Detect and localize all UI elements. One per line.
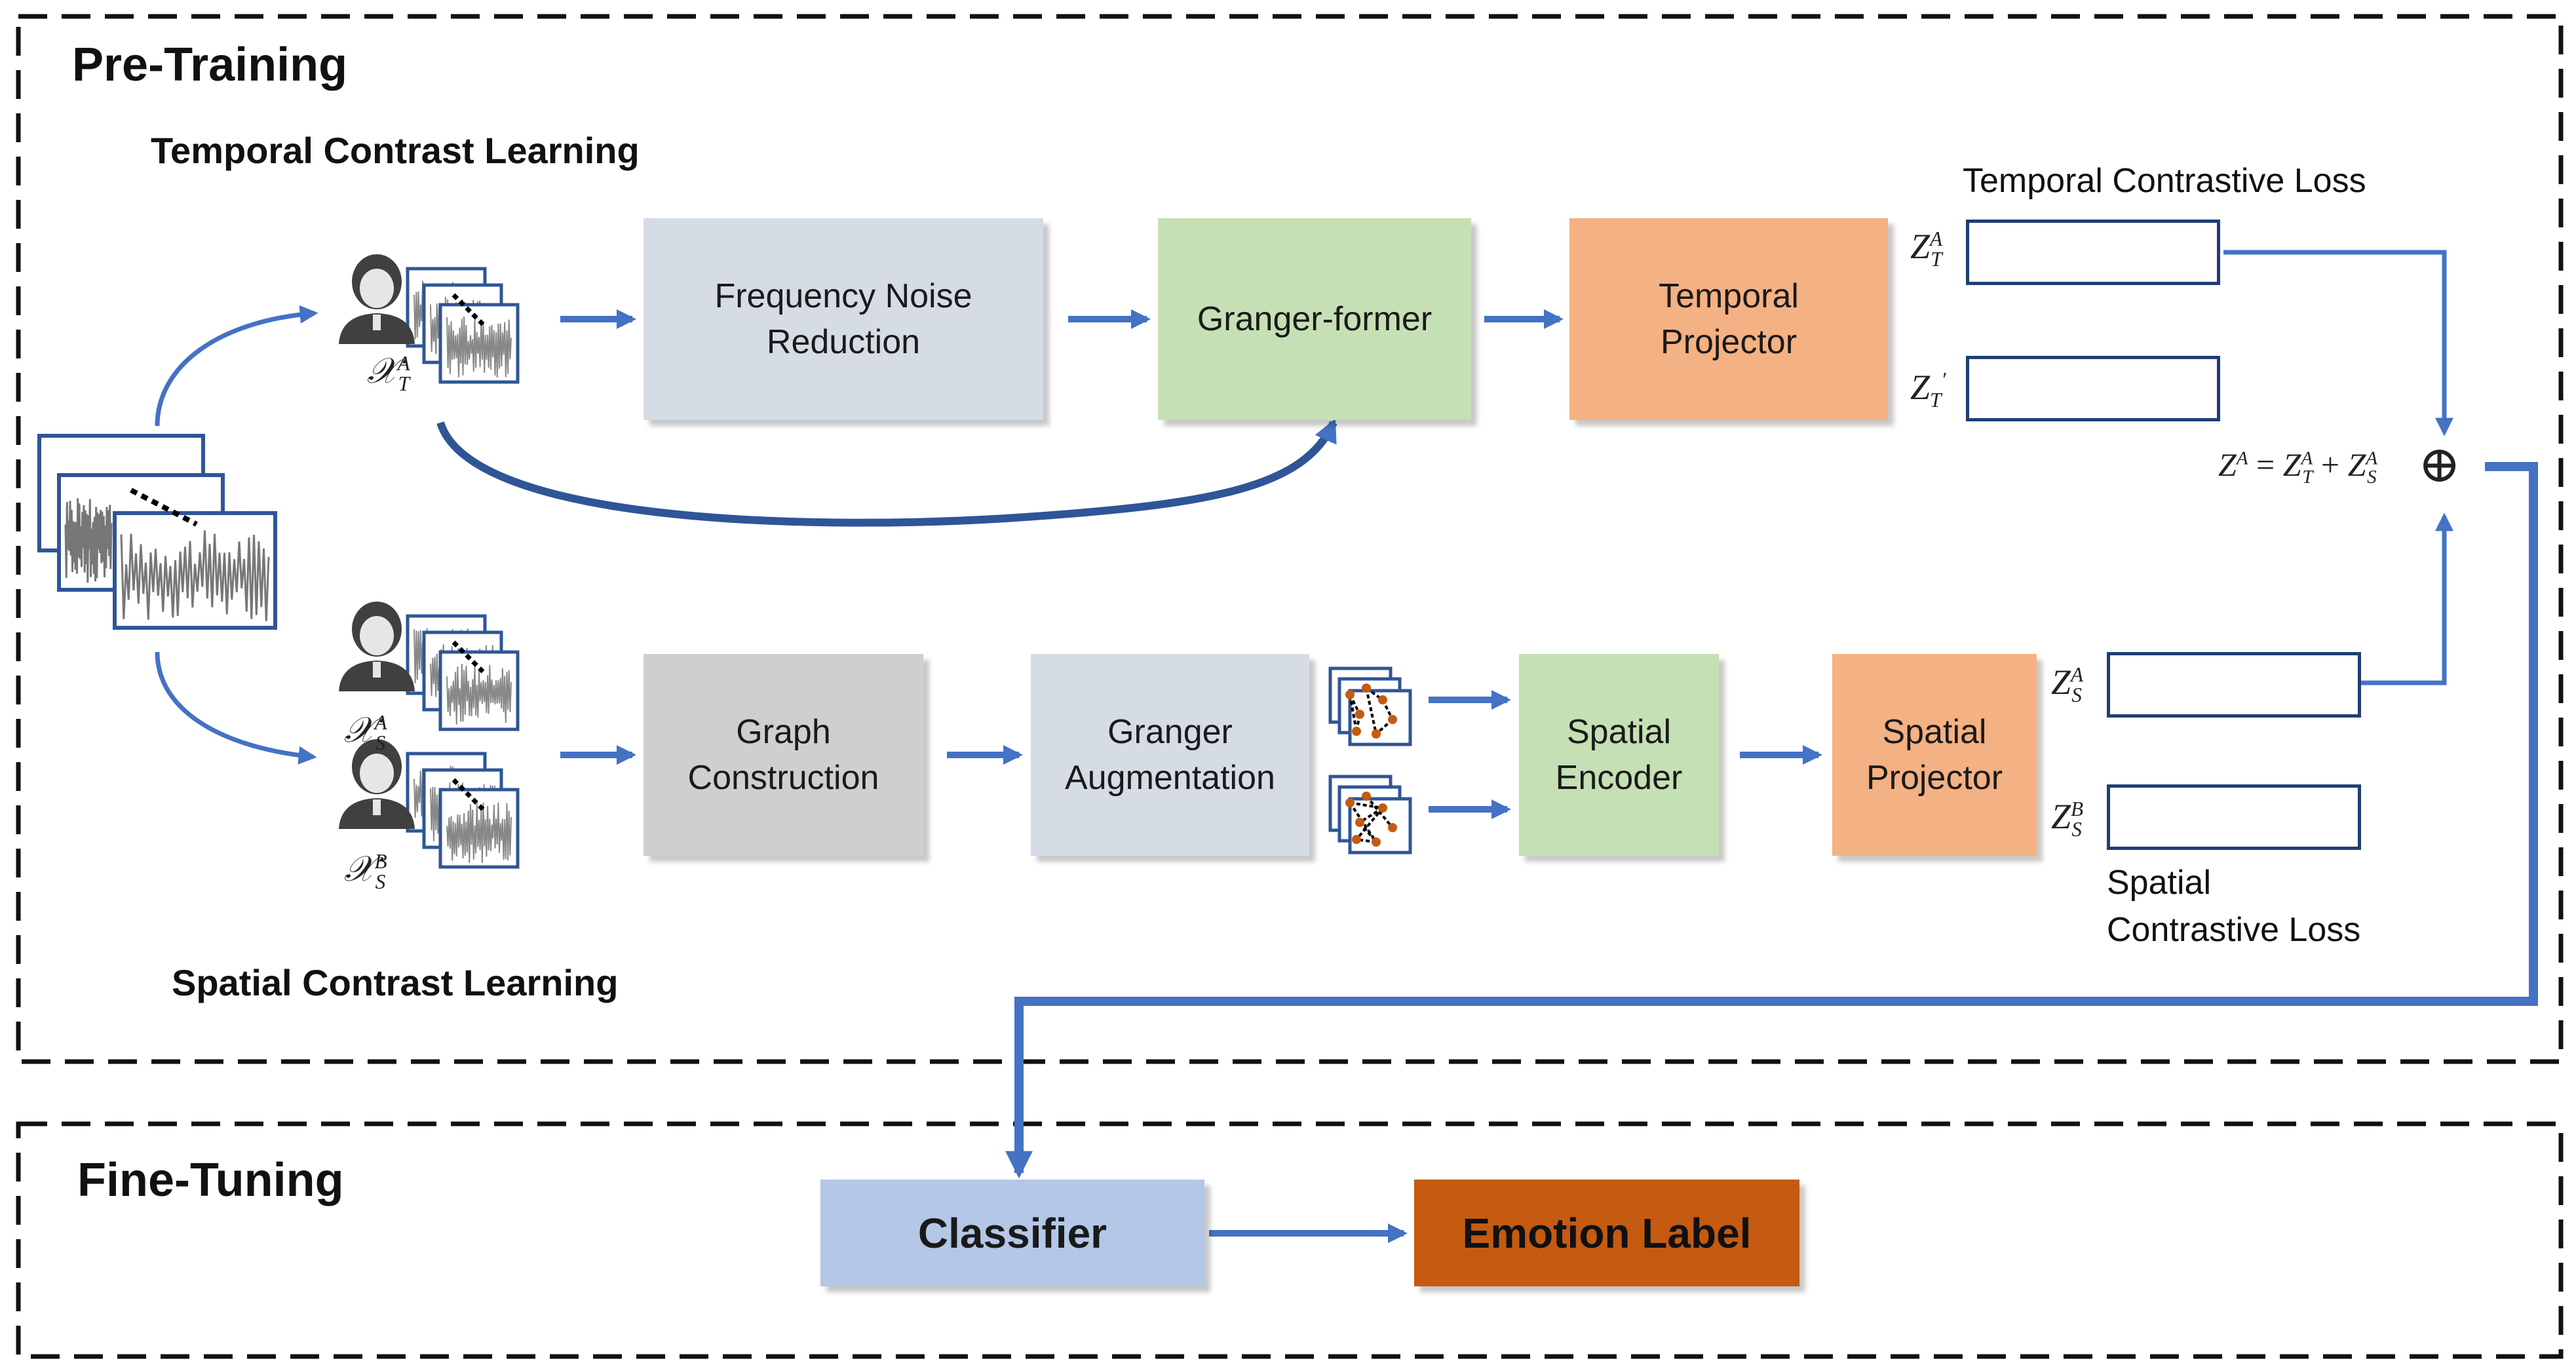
spatial-projector-box: Spatial Projector	[1832, 654, 2037, 856]
temporal-contrastive-loss-label: Temporal Contrastive Loss	[1963, 162, 2366, 200]
arrow-to-spatial-input	[155, 651, 317, 765]
person-icon	[339, 254, 415, 344]
box-line: Spatial	[1567, 713, 1671, 751]
heading-temporal-contrast: Temporal Contrast Learning	[151, 130, 640, 171]
box-line: Projector	[1660, 323, 1797, 361]
temporal-embedding-a-vector	[1966, 220, 2220, 285]
temporal-embedding-prime-vector	[1966, 356, 2220, 421]
eeg-signal-stack-icon	[37, 434, 277, 630]
granger-augmentation-box: Granger Augmentation	[1031, 654, 1309, 856]
emotion-label-box: Emotion Label	[1414, 1180, 1799, 1286]
spatial-contrastive-loss-label-line1: Spatial	[2107, 864, 2211, 902]
box-line: Granger-former	[1197, 300, 1432, 338]
box-line: Augmentation	[1065, 759, 1275, 797]
x-s-b-symbol: 𝒳BS	[344, 849, 387, 893]
person-icons	[339, 254, 415, 829]
graph-icon	[1328, 666, 1412, 746]
arrow-sum-to-classifier	[1005, 462, 2538, 1179]
small-signal-stacks	[406, 267, 520, 869]
box-line: Projector	[1866, 759, 2003, 797]
z-s-a-symbol: ZAS	[2051, 663, 2084, 706]
arrow-to-temporal-input	[155, 305, 318, 427]
box-line: Granger	[1107, 713, 1233, 751]
flow-arrows	[560, 309, 1822, 1243]
section-title-finetuning: Fine-Tuning	[77, 1154, 344, 1206]
x-s-a-symbol: 𝒳AS	[344, 710, 387, 754]
spatial-encoder-box: Spatial Encoder	[1519, 654, 1719, 856]
small-signal-stack-icon	[406, 267, 520, 384]
box-line: Encoder	[1555, 759, 1683, 797]
x-t-a-symbol: 𝒳AT	[367, 351, 410, 395]
box-line: Temporal	[1659, 277, 1799, 315]
box-line: Spatial	[1882, 713, 1987, 751]
pretraining-frame	[16, 14, 2564, 1064]
box-line: Graph	[736, 713, 831, 751]
small-signal-stack-icon	[406, 614, 520, 731]
box-line: Reduction	[766, 323, 921, 361]
graph-icon	[1328, 775, 1412, 855]
small-signal-stack-icon	[406, 752, 520, 869]
temporal-projector-box: Temporal Projector	[1569, 218, 1888, 420]
graph-construction-box: Graph Construction	[644, 654, 923, 856]
granger-former-box: Granger-former	[1158, 218, 1471, 420]
heading-spatial-contrast: Spatial Contrast Learning	[172, 962, 619, 1003]
arrow-temporal-loss-to-sum	[2223, 250, 2453, 436]
classifier-box: Classifier	[820, 1180, 1204, 1286]
spatial-embedding-b-vector	[2107, 784, 2361, 850]
person-icon	[339, 739, 415, 829]
z-t-prime-symbol: ZT′	[1910, 368, 1946, 412]
sum-formula: ZA = ZAT + ZAS	[2218, 446, 2378, 488]
person-icon	[339, 601, 415, 691]
finetuning-frame	[16, 1121, 2564, 1359]
graph-augmentation-icons	[1328, 666, 1412, 855]
arrow-spatial-loss-to-sum	[2361, 512, 2453, 685]
box-line: Construction	[687, 759, 879, 797]
spatial-contrastive-loss-label-line2: Contrastive Loss	[2107, 911, 2361, 949]
z-s-b-symbol: ZBS	[2051, 797, 2084, 841]
box-line: Frequency Noise	[714, 277, 972, 315]
section-title-pretraining: Pre-Training	[72, 39, 348, 91]
spatial-embedding-a-vector	[2107, 652, 2361, 718]
frequency-noise-reduction-box: Frequency Noise Reduction	[644, 218, 1043, 420]
skip-connection-arrow	[436, 418, 1337, 527]
oplus-icon: ⊕	[2418, 436, 2461, 493]
z-t-a-symbol: ZAT	[1910, 227, 1943, 271]
